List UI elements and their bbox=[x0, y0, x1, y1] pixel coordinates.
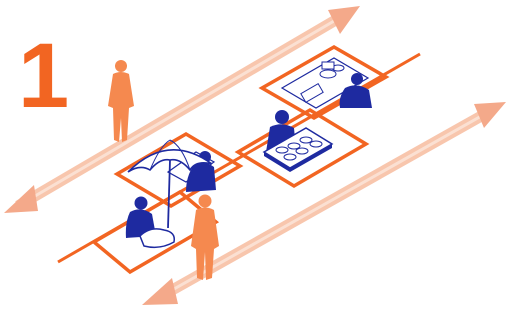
pedestrian-figure-1 bbox=[108, 60, 134, 142]
arrow-right-head-icon bbox=[474, 102, 506, 128]
flow-arrow-upper bbox=[4, 6, 360, 213]
goods-pile-icon bbox=[140, 229, 174, 247]
vendor-stall-3 bbox=[264, 110, 332, 172]
arrow-left-head-icon bbox=[142, 278, 178, 305]
arrow-left-head-icon bbox=[4, 185, 38, 213]
vendor-stall-4 bbox=[282, 58, 372, 108]
flow-arrow-lower bbox=[142, 102, 506, 305]
